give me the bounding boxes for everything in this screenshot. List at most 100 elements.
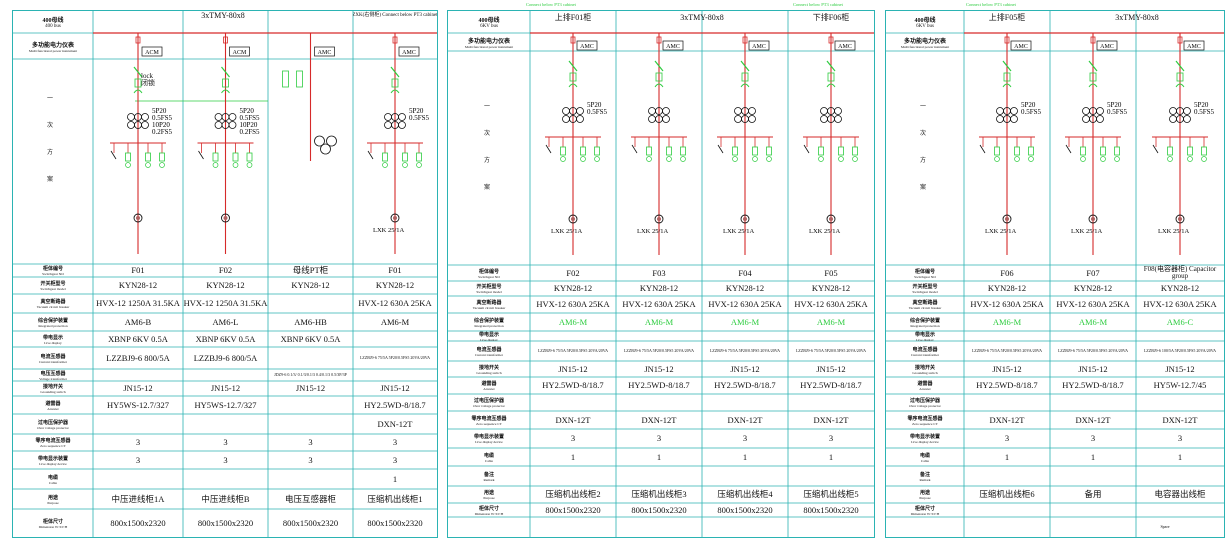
table-cell: XBNP 6KV 0.5A xyxy=(195,333,256,344)
ct-icon xyxy=(1096,107,1104,115)
fuse-icon xyxy=(570,36,576,44)
table-cell: 母线PT柜 xyxy=(292,265,329,276)
table-cell: JN15-12 xyxy=(644,363,674,374)
lxk-label: LXK 25/1A xyxy=(1071,228,1103,235)
table-cell: F01 xyxy=(388,265,402,276)
table-cell: 3 xyxy=(308,454,313,465)
row-label-en: Grounding switch xyxy=(476,370,502,375)
ct-icon xyxy=(214,113,223,121)
breaker-icon xyxy=(1088,60,1098,72)
indicator-icon xyxy=(159,162,165,168)
table-cell: JDZ9-6 0.1/3/ 0.1/3/0.1/3 0.4/0.1/3 0.5/… xyxy=(274,371,347,377)
primary-scheme-label: 一 次 方 案 xyxy=(484,104,491,191)
table-cell xyxy=(616,394,702,411)
ct-icon xyxy=(562,115,570,123)
table-cell: HVX-12 630A 25KA xyxy=(970,299,1044,310)
row-label-cn: 综合保护装置 xyxy=(37,318,68,324)
row-label-cn: 用途 xyxy=(47,495,58,501)
table-cell: 1 xyxy=(742,451,748,462)
table-cell xyxy=(268,469,353,489)
meter-label: AMC xyxy=(752,44,766,50)
row-label-cn: 带电显示 xyxy=(914,332,935,338)
table-cell: 800x1500x2320 xyxy=(631,504,687,515)
meter-box xyxy=(576,40,598,51)
indicator-icon xyxy=(818,156,824,162)
ct-rating: 0.5FS5 xyxy=(1194,108,1215,116)
plug-icon xyxy=(1175,83,1185,88)
lxk-label: LXK 25/1A xyxy=(723,228,755,235)
sheet-1-grid: ACM5P200.5FS510P200.2FS5ACM5P200.5FS510P… xyxy=(13,11,437,537)
zero-sequence-ct-core xyxy=(829,217,833,221)
arrester-icon xyxy=(818,146,824,156)
table-cell: DXN-12T xyxy=(555,414,591,425)
table-cell xyxy=(268,347,353,369)
header-cell-2: 3xTMY-80x8 xyxy=(680,12,724,22)
indicator-icon xyxy=(1080,156,1086,162)
zero-sequence-ct-icon xyxy=(1175,214,1185,224)
ct-rating: 5P20 xyxy=(240,107,255,115)
table-cell: DXN-12T xyxy=(641,414,677,425)
arrester-icon xyxy=(680,146,686,156)
table-cell: LZZBJ9-6 100/5A 5P20/0.5FS5 20VA/20VA xyxy=(1143,347,1217,353)
zero-sequence-ct-core xyxy=(657,217,661,221)
ground-switch-icon xyxy=(545,144,552,154)
table-cell: 1 xyxy=(392,473,398,484)
table-cell: 3 xyxy=(135,454,141,465)
table-cell: F01 xyxy=(131,265,145,276)
lxk-label: LXK 25/1A xyxy=(637,228,669,235)
row-label-cn: 零序电流互感器 xyxy=(907,416,943,422)
table-cell: KYN28-12 xyxy=(811,283,851,294)
table-cell: LZZBJ9-6 75/5A 5P20/0.5FS5 20VA/20VA xyxy=(1057,347,1129,353)
ct-icon xyxy=(996,107,1004,115)
top-note: Connect below PT3 cabinet xyxy=(966,2,1016,7)
breaker-icon xyxy=(1002,60,1012,72)
table-cell: HY2.5WD-8/18.7 xyxy=(542,380,604,391)
indicator-icon xyxy=(402,162,408,168)
ct-icon xyxy=(1096,115,1104,123)
meter-box xyxy=(314,46,335,57)
zero-sequence-ct-icon xyxy=(568,214,578,224)
row-label-en: Live display xyxy=(480,337,498,342)
meter-box xyxy=(748,40,770,51)
table-cell: HVX-12 630A 25KA xyxy=(536,299,610,310)
zero-sequence-ct-icon xyxy=(826,214,836,224)
table-cell: 电容器出线柜 xyxy=(1154,489,1206,500)
table-cell: 1 xyxy=(828,451,834,462)
table-cell xyxy=(1136,466,1224,486)
row-label-cn: 开关柜型号 xyxy=(476,285,502,290)
ct-icon xyxy=(127,121,135,129)
pt-winding-icon xyxy=(314,135,325,147)
table-cell: AM6-M xyxy=(730,316,760,327)
meter-box xyxy=(1010,40,1032,51)
fuse-icon xyxy=(1090,36,1096,44)
arrester-icon xyxy=(246,152,253,162)
row-label-cn: 备注 xyxy=(919,472,930,478)
meter-label: AMC xyxy=(666,44,680,50)
row-label-cn: 开关柜型号 xyxy=(40,282,66,287)
ground-switch-icon xyxy=(110,150,117,160)
ct-rating: 10P20 xyxy=(152,121,170,129)
row-label-cn: 备注 xyxy=(483,472,494,478)
row-label-en: Purpose xyxy=(919,496,931,500)
table-cell: LZZBJ9-6 800/5A xyxy=(106,352,170,363)
table-cell: LZZBJ9-6 75/5A 5P20/0.5FS5 20VA/20VA xyxy=(537,347,609,353)
table-cell: LZZBJ9-6 75/5A 5P20/0.5FS5 20VA/20VA xyxy=(971,347,1043,353)
ct-icon xyxy=(214,121,223,129)
table-cell: XBNP 6KV 0.5A xyxy=(108,333,168,344)
